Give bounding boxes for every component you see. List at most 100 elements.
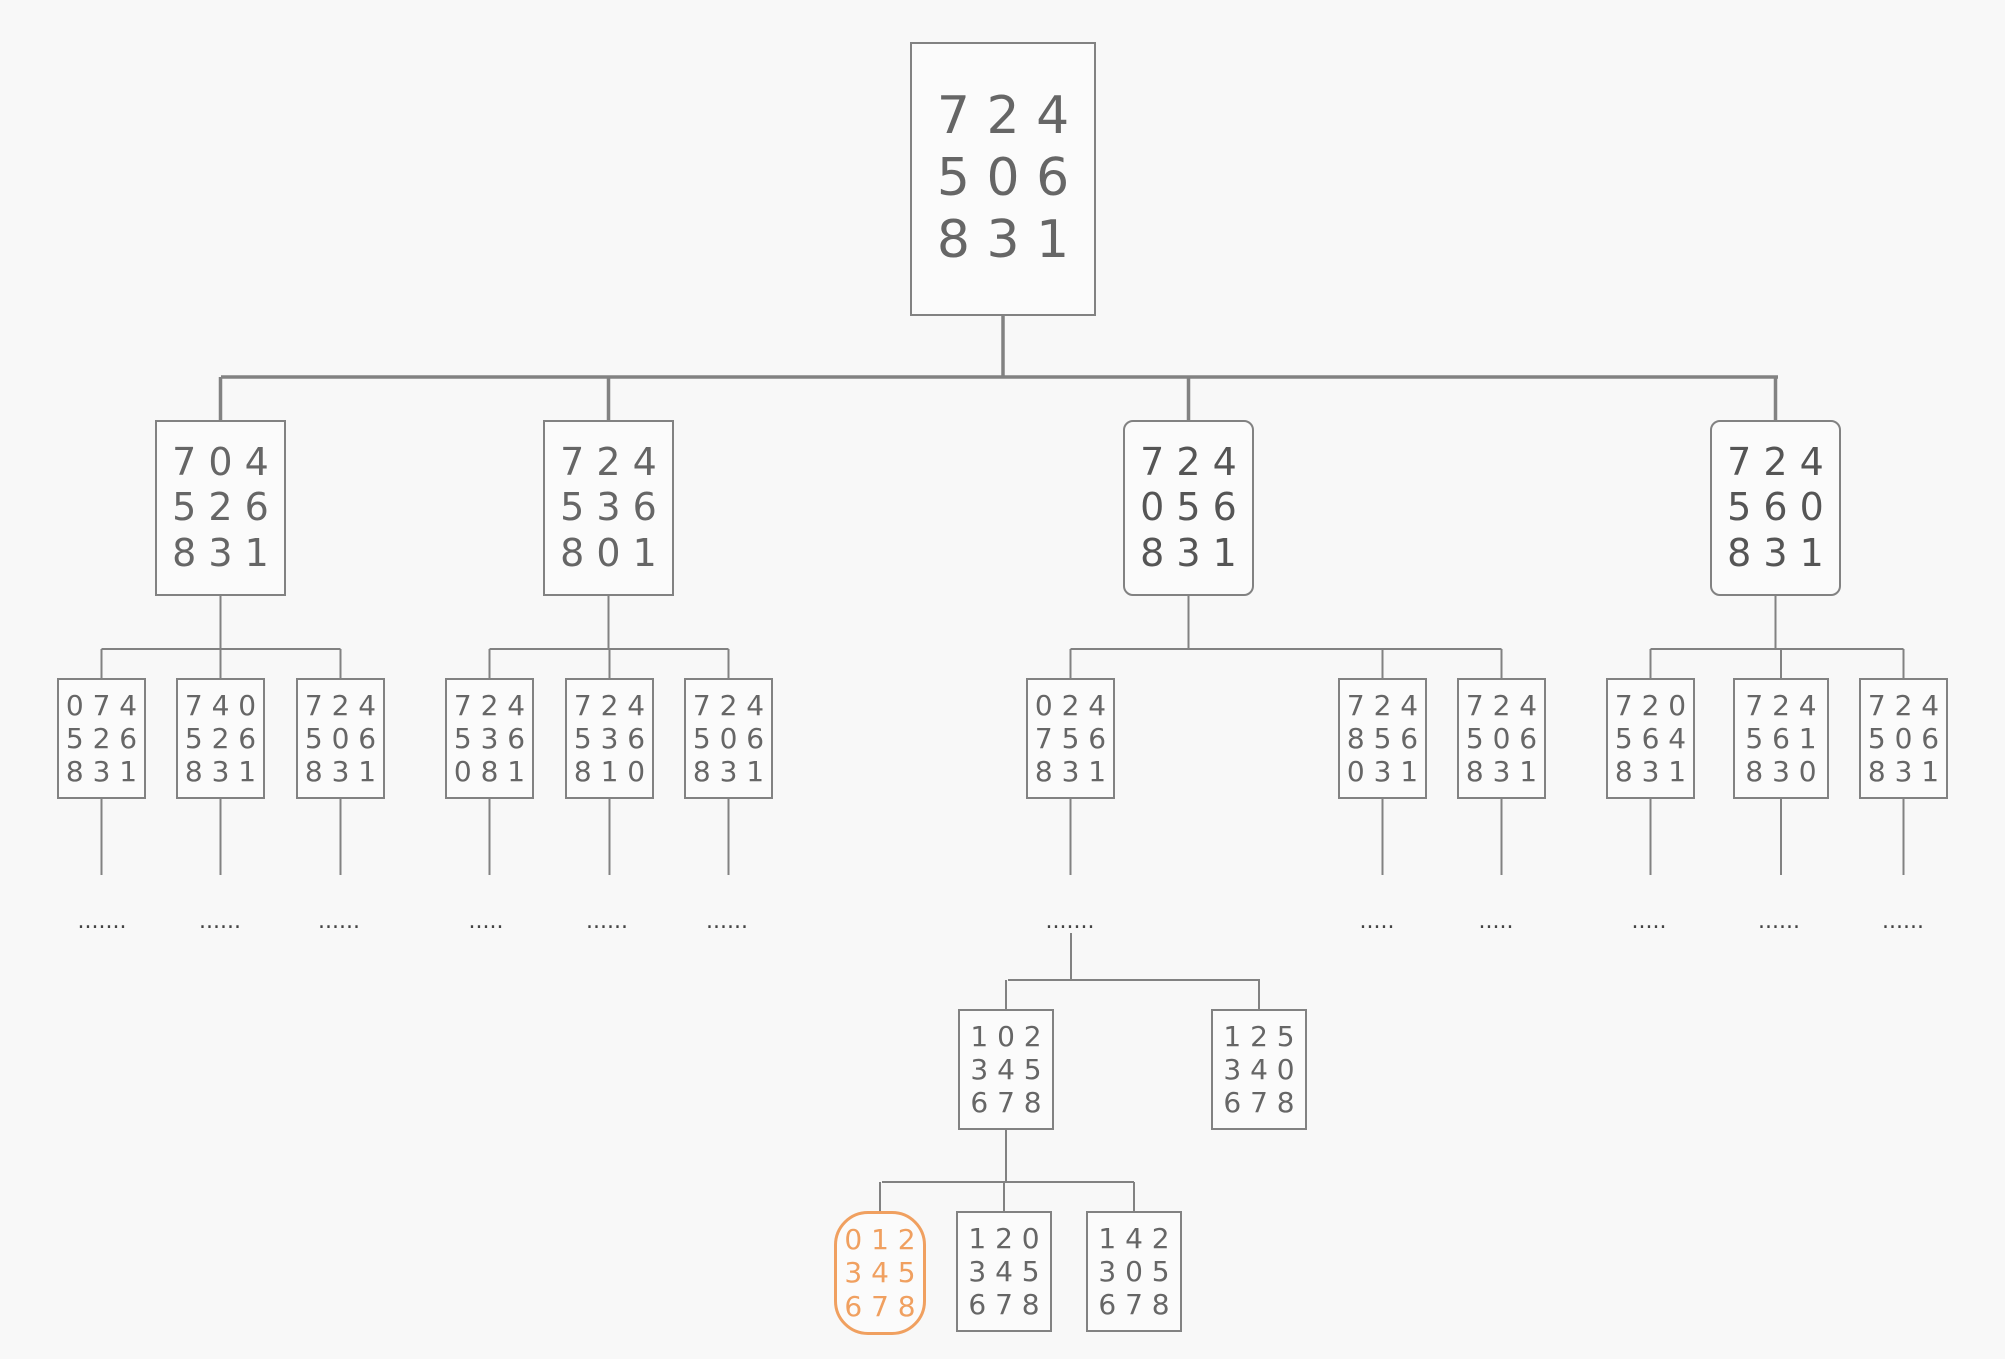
node-row: 7 2 4 (453, 688, 526, 722)
ellipsis-label: ....... (77, 909, 127, 934)
node-row: 8 5 6 (1346, 721, 1419, 755)
node-row: 8 3 1 (65, 755, 138, 789)
node-row: 5 6 0 (1727, 485, 1824, 530)
node-row: 8 3 1 (1465, 755, 1538, 789)
node-row: 5 6 1 (1745, 721, 1817, 755)
node-row: 6 7 8 (844, 1289, 916, 1323)
node-row: 7 2 4 (1140, 440, 1237, 485)
node-row: 7 2 4 (560, 440, 657, 485)
node-row: 8 3 1 (692, 755, 765, 789)
node-row: 3 4 0 (1223, 1052, 1295, 1086)
node-row: 7 2 4 (1867, 688, 1940, 722)
node-row: 5 2 6 (65, 721, 138, 755)
node-row: 6 7 8 (968, 1288, 1040, 1322)
node-row: 0 5 6 (1140, 485, 1237, 530)
node-row: 7 2 4 (936, 86, 1070, 147)
ellipsis-label: ...... (1882, 909, 1924, 934)
node-row: 3 0 5 (1098, 1254, 1170, 1288)
node-row: 7 2 4 (1346, 688, 1419, 722)
node-row: 8 3 0 (1745, 755, 1817, 789)
node-row: 5 6 4 (1614, 721, 1687, 755)
node-row: 8 0 1 (560, 530, 657, 575)
ellipsis-label: ...... (706, 909, 748, 934)
node-row: 6 7 8 (1098, 1288, 1170, 1322)
node-row: 5 0 6 (1867, 721, 1940, 755)
ellipsis-label: ...... (318, 909, 360, 934)
node-row: 5 3 6 (560, 485, 657, 530)
node-row: 7 2 4 (692, 688, 765, 722)
ellipsis-label: ..... (1478, 909, 1514, 934)
node-row: 7 2 4 (1745, 688, 1817, 722)
node-row: 5 0 6 (1465, 721, 1538, 755)
node-row: 8 3 1 (1614, 755, 1687, 789)
node-row: 8 3 1 (1727, 530, 1824, 575)
node-row: 7 4 0 (184, 688, 257, 722)
node-row: 7 2 4 (1727, 440, 1824, 485)
node-row: 6 7 8 (970, 1086, 1042, 1120)
ellipsis-label: ....... (1045, 909, 1095, 934)
node-row: 8 1 0 (573, 755, 646, 789)
node-row: 7 5 6 (1034, 721, 1107, 755)
node-row: 0 7 4 (65, 688, 138, 722)
ellipsis-label: ...... (199, 909, 241, 934)
node-row: 8 3 1 (1140, 530, 1237, 575)
node-row: 5 3 6 (573, 721, 646, 755)
node-row: 8 3 1 (184, 755, 257, 789)
ellipsis-label: ..... (468, 909, 504, 934)
node-row: 7 2 4 (573, 688, 646, 722)
node-row: 7 2 4 (304, 688, 377, 722)
node-row: 3 4 5 (844, 1256, 916, 1290)
node-row: 8 3 1 (1034, 755, 1107, 789)
node-row: 5 0 6 (304, 721, 377, 755)
node-row: 0 2 4 (1034, 688, 1107, 722)
node-row: 8 3 1 (1867, 755, 1940, 789)
node-row: 0 8 1 (453, 755, 526, 789)
node-row: 6 7 8 (1223, 1086, 1295, 1120)
ellipsis-label: ..... (1359, 909, 1395, 934)
node-row: 5 0 6 (936, 148, 1070, 209)
node-row: 1 2 0 (968, 1221, 1040, 1255)
node-row: 5 0 6 (692, 721, 765, 755)
node-row: 1 4 2 (1098, 1221, 1170, 1255)
node-row: 1 2 5 (1223, 1019, 1295, 1053)
node-row: 1 0 2 (970, 1019, 1042, 1053)
node-row: 5 2 6 (172, 485, 269, 530)
node-row: 7 2 4 (1465, 688, 1538, 722)
node-row: 5 3 6 (453, 721, 526, 755)
node-row: 8 3 1 (172, 530, 269, 575)
node-row: 3 4 5 (970, 1052, 1042, 1086)
node-row: 7 2 0 (1614, 688, 1687, 722)
ellipsis-label: ...... (586, 909, 628, 934)
node-row: 5 2 6 (184, 721, 257, 755)
ellipsis-label: ...... (1758, 909, 1800, 934)
node-row: 0 1 2 (844, 1223, 916, 1257)
node-row: 3 4 5 (968, 1254, 1040, 1288)
node-row: 8 3 1 (304, 755, 377, 789)
node-row: 8 3 1 (936, 209, 1070, 270)
ellipsis-label: ..... (1631, 909, 1667, 934)
node-row: 7 0 4 (172, 440, 269, 485)
node-row: 0 3 1 (1346, 755, 1419, 789)
